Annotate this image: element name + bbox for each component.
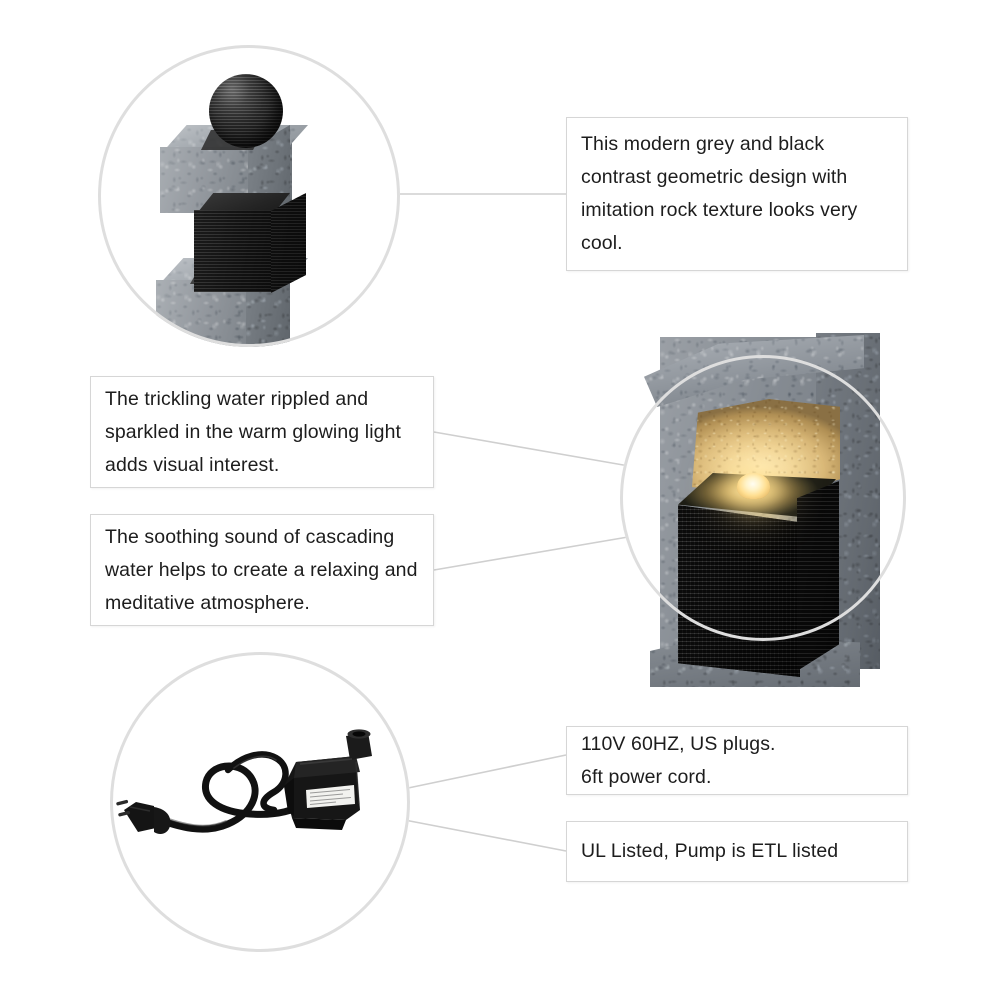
us-plug-icon [116,799,171,834]
power-callout: 110V 60HZ, US plugs. 6ft power cord. [566,726,908,795]
lit-cube-illustration [620,333,906,687]
led-light-bulb [737,473,770,499]
power-cord [148,751,310,833]
sphere-highlight [209,74,283,148]
water-light-callout: The trickling water rippled and sparkled… [90,376,434,488]
pump-photo: Black submersible water pump with coiled… [110,652,410,952]
connector-line-certification [388,816,567,852]
fountain-upper-slab-front [160,147,248,213]
pump-label [306,785,355,808]
connector-line-power [388,754,567,793]
fountain-sphere [209,74,283,148]
fountain-full-photo: Grey imitation rock column fountain with… [98,45,400,347]
design-callout-text: This modern grey and black contrast geom… [581,133,858,254]
lit-cube-photo-bleed [620,333,906,687]
pump-illustration [110,652,410,952]
plug-prong [118,810,131,817]
certification-callout: UL Listed, Pump is ETL listed [566,821,908,882]
fountain-cube-front [194,210,271,292]
fountain-full-photo-clip [98,45,400,347]
sound-callout-text: The soothing sound of cascading water he… [105,525,418,614]
certification-callout-text: UL Listed, Pump is ETL listed [581,840,839,862]
connector-line-water-light [433,431,630,467]
lit-cube-side [797,481,839,671]
power-callout-text: 110V 60HZ, US plugs. 6ft power cord. [581,732,776,788]
connector-line-sound [433,536,629,571]
design-callout: This modern grey and black contrast geom… [566,117,908,271]
pump-body [284,729,372,830]
plug-prong [116,799,129,806]
fountain-cube-side [271,193,306,293]
pump-photo-clip [110,652,410,952]
fountain-illustration [98,45,400,347]
sound-callout: The soothing sound of cascading water he… [90,514,434,626]
lit-cube-photo: Close-up of the black ribbed cube founta… [620,333,906,687]
lit-cube-front [678,505,800,677]
water-light-callout-text: The trickling water rippled and sparkled… [105,387,402,476]
pump-outlet-nozzle [346,729,372,760]
